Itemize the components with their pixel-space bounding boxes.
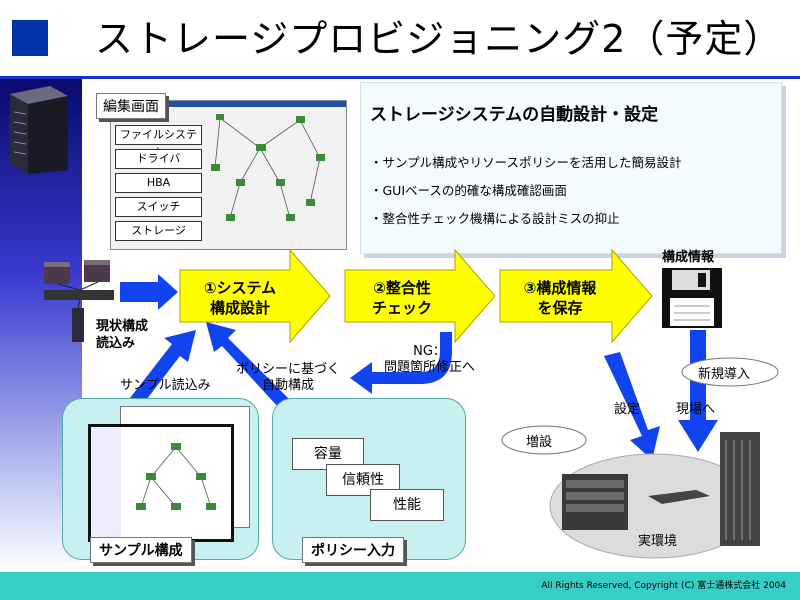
title-bullet-square (12, 20, 48, 56)
step-3-text: ③構成情報 を保存 (506, 278, 614, 318)
step-1-text: ①システム 構成設計 (190, 278, 290, 318)
step-3-line1: ③構成情報 (523, 279, 597, 297)
policy-based-label: ポリシーに基づく 自動構成 (236, 362, 341, 393)
arrow-ng-loop (350, 332, 452, 394)
arrow-policy (206, 322, 300, 420)
step-3-line2: を保存 (537, 299, 583, 317)
expansion-label: 増設 (526, 435, 553, 450)
sample-topology-icon (91, 427, 216, 539)
step-arrow-2 (344, 248, 496, 344)
cloud-new-install (681, 357, 779, 387)
switch-icon (648, 490, 710, 504)
policy-input-panel (272, 398, 466, 560)
title-underline (0, 76, 800, 79)
feature-bullet-1: ・サンプル構成やリソースポリシーを活用した簡易設計 (370, 155, 682, 170)
policy-reliability-box[interactable]: 信頼性 (326, 464, 400, 496)
cloud-expansion (501, 425, 587, 455)
new-install-label: 新規導入 (698, 367, 751, 382)
edit-screen-label: 編集画面 (96, 93, 166, 119)
menu-item-hba[interactable]: HBA (115, 173, 202, 193)
step-2-line2: チェック (371, 299, 432, 317)
config-info-label: 構成情報 (662, 250, 715, 265)
sample-config-label: サンプル構成 (90, 537, 192, 563)
topology-graph-icon (211, 114, 325, 221)
storage-cabinet-icon (562, 474, 628, 530)
floppy-disk-icon (662, 268, 722, 328)
step-2-text: ②整合性 チェック (352, 278, 452, 318)
footer-bar (0, 572, 800, 600)
arrow-current-config (120, 274, 178, 310)
sample-window-front[interactable] (88, 424, 234, 542)
window-titlebar (111, 101, 346, 107)
step-2-line1: ②整合性 (373, 279, 431, 297)
step-arrow-3 (499, 248, 653, 344)
feature-heading: ストレージシステムの自動設計・設定 (370, 105, 659, 125)
menu-item-storage[interactable]: ストレージ (115, 221, 202, 241)
policy-input-label: ポリシー入力 (302, 537, 404, 563)
step-1-line1: ①システム (203, 279, 277, 297)
tall-storage-rack-icon (720, 432, 760, 546)
arrow-setting (604, 352, 660, 460)
feature-summary-box (360, 82, 782, 254)
setting-label: 設定 (614, 402, 641, 417)
menu-item-switch[interactable]: スイッチ (115, 197, 202, 217)
sample-load-label: サンプル読込み (120, 378, 211, 393)
menu-item-driver[interactable]: ドライバ (115, 149, 202, 169)
step-1-line2: 構成設計 (209, 299, 270, 317)
page-title: ストレージプロビジョニング2（予定） (95, 17, 783, 61)
feature-bullet-3: ・整合性チェック機構による設計ミスの抑止 (370, 211, 620, 226)
policy-performance-box[interactable]: 性能 (370, 489, 444, 521)
to-site-label: 現場へ (676, 402, 716, 417)
server-rack-icon (10, 86, 68, 174)
copyright-text: All Rights Reserved, Copyright (C) 富士通株式… (541, 581, 786, 591)
ng-fix-label: NG： 問題箇所修正へ (384, 344, 476, 375)
current-config-label: 現状構成 読込み (96, 319, 149, 351)
real-env-label: 実環境 (638, 534, 678, 549)
feature-bullet-2: ・GUIベースの的確な構成確認画面 (370, 183, 567, 198)
current-servers-icon (44, 260, 114, 342)
arrow-to-site (678, 330, 718, 452)
step-arrow-1 (179, 248, 331, 344)
arrow-sample-load (130, 330, 196, 408)
